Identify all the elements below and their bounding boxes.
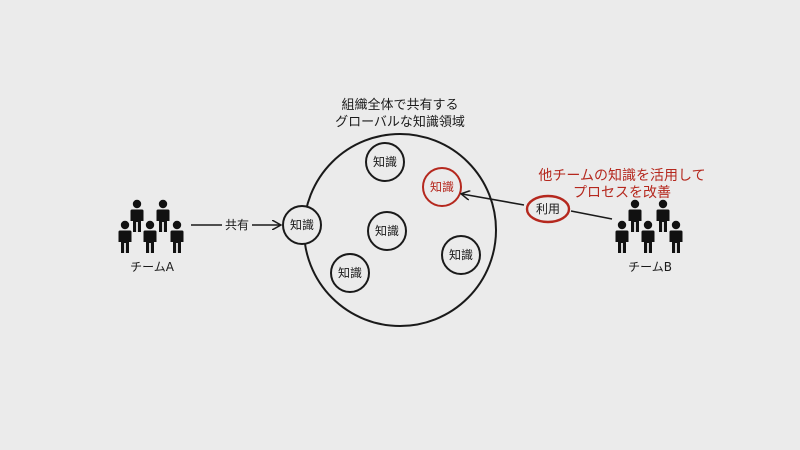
knowledge-node-label: 知識 — [449, 248, 473, 262]
team-b-people-icon — [615, 199, 683, 253]
knowledge-node-right: 知識 — [441, 235, 481, 275]
knowledge-node-label: 知識 — [430, 180, 454, 194]
team-b-label: チームB — [628, 260, 672, 274]
use-arrow — [462, 194, 525, 206]
knowledge-node-bottom: 知識 — [330, 253, 370, 293]
annotation-line1: 他チームの知識を活用して — [538, 167, 705, 184]
team-a-people-icon — [118, 199, 184, 253]
knowledge-node-label: 知識 — [290, 218, 314, 232]
use-label: 利用 — [536, 202, 560, 216]
knowledge-node-label: 知識 — [375, 224, 399, 238]
knowledge-node-shared: 知識 — [282, 205, 322, 245]
share-label: 共有 — [225, 218, 249, 232]
knowledge-node-highlighted: 知識 — [422, 167, 462, 207]
knowledge-node-top: 知識 — [365, 142, 405, 182]
annotation-line2: プロセスを改善 — [573, 185, 671, 201]
use-connector — [570, 210, 613, 220]
global-knowledge-circle — [303, 133, 497, 327]
global-area-title-line1: 組織全体で共有する — [341, 97, 458, 113]
knowledge-node-center: 知識 — [367, 211, 407, 251]
knowledge-node-label: 知識 — [338, 266, 362, 280]
knowledge-node-label: 知識 — [373, 155, 397, 169]
global-area-title-line2: グローバルな知識領域 — [335, 114, 465, 130]
team-a-label: チームA — [130, 260, 175, 274]
use-highlight-ellipse — [525, 194, 571, 224]
